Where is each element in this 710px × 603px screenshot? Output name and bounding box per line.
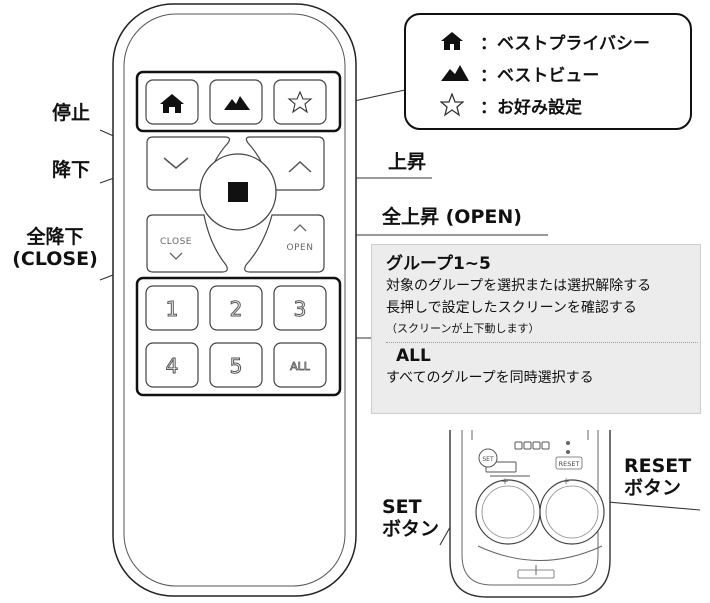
group-button-all[interactable]: ALL	[273, 342, 327, 388]
group-button-5[interactable]: 5	[209, 342, 263, 388]
mountain-icon	[224, 96, 250, 110]
mountain-icon	[440, 64, 480, 82]
stop-button[interactable]	[199, 153, 277, 231]
group-button-2[interactable]: 2	[209, 285, 263, 331]
down-button[interactable]	[146, 136, 231, 191]
chevron-up-icon	[293, 224, 307, 232]
group-desc-line2: 長押しで設定したスクリーンを確認する	[386, 300, 637, 316]
favorite-button[interactable]	[273, 79, 327, 125]
group-separator	[386, 342, 698, 343]
up-button[interactable]	[245, 136, 325, 191]
legend-label-favorite: ：お好み設定	[480, 97, 582, 118]
reset-button-text: RESET	[559, 460, 580, 468]
label-full-down: 全降下 (CLOSE)	[0, 226, 110, 271]
group-button-1[interactable]: 1	[145, 285, 199, 331]
legend-row-favorite: ：お好み設定	[440, 89, 690, 121]
open-button[interactable]: OPEN	[244, 214, 325, 273]
close-label: CLOSE	[160, 237, 192, 247]
group-buttons: 1 2 3 4 5 ALL	[145, 285, 327, 388]
chevron-down-icon	[169, 252, 183, 260]
legend-label-privacy: ：ベストプライバシー	[480, 33, 650, 54]
group-button-3-label: 3	[294, 297, 307, 321]
label-reset-line1: RESET	[624, 455, 692, 477]
battery-right	[539, 479, 605, 545]
label-full-down-jp: 全降下	[26, 226, 84, 248]
view-button[interactable]	[209, 79, 263, 125]
label-set-line2: ボタン	[382, 517, 440, 540]
group-description-box: グループ1~5 対象のグループを選択または選択解除する 長押しで設定したスクリー…	[371, 244, 701, 414]
home-icon	[160, 94, 184, 113]
star-icon	[440, 93, 480, 117]
group-button-5-label: 5	[230, 354, 243, 378]
group-title: グループ1~5	[386, 254, 491, 274]
stop-icon	[228, 182, 248, 202]
label-up: 上昇	[388, 151, 427, 173]
group-button-all-label: ALL	[290, 360, 311, 373]
close-button[interactable]: CLOSE	[146, 214, 228, 273]
open-label: OPEN	[287, 243, 314, 253]
label-down: 降下	[52, 159, 91, 181]
label-set-button: SET ボタン	[382, 496, 440, 541]
home-button[interactable]	[145, 79, 199, 125]
all-title: ALL	[396, 346, 431, 366]
legend-row-privacy: ：ベストプライバシー	[440, 25, 690, 57]
plus-left: +	[501, 477, 509, 487]
reset-button[interactable]	[555, 456, 583, 470]
label-full-up: 全上昇 (OPEN)	[382, 206, 522, 228]
group-button-frame	[135, 276, 342, 397]
battery-compartment-view: SET RESET + +	[449, 430, 611, 598]
group-desc-note: （スクリーンが上下動します）	[386, 322, 540, 335]
label-reset-line2: ボタン	[624, 476, 682, 499]
label-set-line1: SET	[382, 496, 422, 518]
set-button[interactable]	[478, 448, 498, 468]
plus-right: +	[562, 477, 570, 487]
group-button-2-label: 2	[230, 297, 243, 321]
all-desc: すべてのグループを同時選択する	[386, 370, 594, 386]
label-reset-button: RESET ボタン	[624, 455, 692, 500]
group-button-4[interactable]: 4	[145, 342, 199, 388]
label-stop: 停止	[52, 102, 91, 124]
group-button-4-label: 4	[166, 354, 179, 378]
group-button-1-label: 1	[166, 297, 179, 321]
chevron-down-icon	[163, 157, 189, 169]
battery-left	[475, 479, 541, 545]
scene-legend-callout: ：ベストプライバシー ：ベストビュー ：お好み設定	[404, 13, 692, 130]
legend-label-view: ：ベストビュー	[480, 65, 600, 86]
legend-row-view: ：ベストビュー	[440, 57, 690, 89]
home-icon	[440, 31, 480, 51]
star-icon	[287, 90, 313, 114]
set-button-text: SET	[482, 456, 494, 463]
label-full-down-en: (CLOSE)	[12, 247, 98, 270]
scene-button-group	[135, 70, 342, 133]
chevron-up-icon	[288, 160, 312, 173]
group-desc-line1: 対象のグループを選択または選択解除する	[386, 278, 652, 294]
group-button-3[interactable]: 3	[273, 285, 327, 331]
